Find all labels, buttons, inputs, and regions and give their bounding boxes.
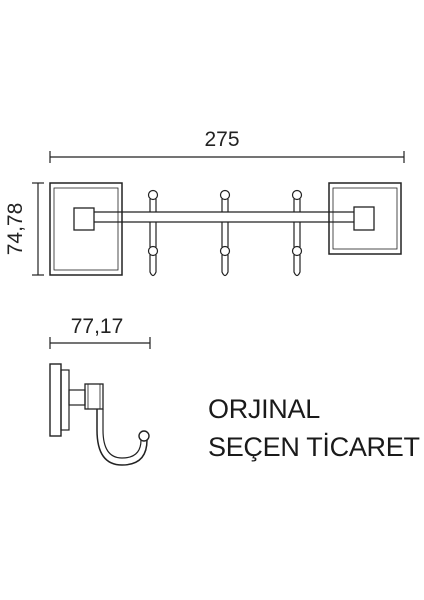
horizontal-bar [94,211,354,223]
hook-2 [219,189,231,277]
brand-line-1: ORJINAL [208,394,320,424]
side-wall-plate [49,363,62,437]
hook-side-view [49,363,150,466]
width-dimension: 275 [49,128,405,163]
side-connector [68,389,86,406]
depth-dimension-label: 77,17 [71,315,124,338]
depth-dimension: 77,17 [49,315,151,349]
width-dimension-label: 275 [204,128,239,151]
side-hook-tip [138,430,150,442]
left-wall-plate [49,182,123,276]
hook-3 [291,189,303,277]
hook-1 [147,189,159,277]
height-dimension-label: 74,78 [4,203,27,256]
rack-front-view [49,182,402,277]
side-collar [84,383,104,410]
right-wall-plate [328,182,402,255]
side-hook-arm [96,409,148,466]
height-dimension: 74,78 [4,182,44,276]
brand-line-2: SEÇEN TİCARET [208,432,420,462]
